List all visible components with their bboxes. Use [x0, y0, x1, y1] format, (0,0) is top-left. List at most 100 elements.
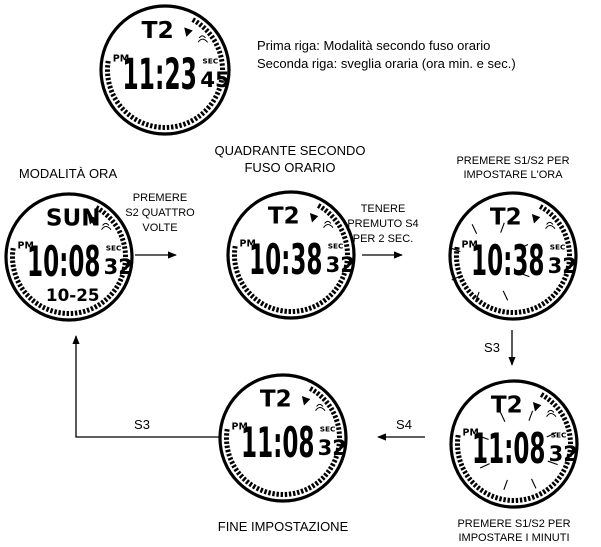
- seconds-tick: [548, 211, 554, 218]
- seconds-tick: [467, 476, 473, 482]
- seconds-tick: [331, 289, 337, 295]
- seconds-tick: [471, 294, 477, 300]
- seconds-digits: 32: [104, 255, 133, 279]
- seconds-tick: [344, 260, 350, 264]
- seconds-tick: [563, 420, 570, 425]
- seconds-tick: [562, 232, 569, 237]
- seconds-tick: [343, 239, 349, 244]
- seconds-tick: [328, 406, 335, 412]
- arrow-1-label-2: S2 QUATTRO: [125, 207, 195, 219]
- seconds-tick: [259, 300, 265, 307]
- seconds-tick: [13, 275, 20, 280]
- seconds-tick: [118, 233, 125, 238]
- seconds-tick: [219, 75, 225, 79]
- seconds-tick: [335, 422, 341, 427]
- seconds-tick: [336, 443, 342, 447]
- seconds-tick: [112, 96, 118, 102]
- seconds-tick: [12, 272, 18, 276]
- seconds-tick: [15, 279, 21, 284]
- sec-label: SEC: [320, 425, 336, 434]
- seconds-tick: [178, 122, 183, 129]
- seconds-tick: [555, 405, 561, 411]
- seconds-tick: [315, 391, 321, 397]
- title-set-hour-1: PREMERE S1/S2 PER: [456, 155, 569, 167]
- seconds-tick: [334, 220, 341, 226]
- pm-indicator: PM: [232, 422, 248, 433]
- seconds-digits: 32: [549, 442, 578, 466]
- seconds-tick: [106, 294, 112, 300]
- seconds-tick: [114, 99, 121, 105]
- seconds-tick: [234, 270, 240, 274]
- arrow-3-label: S3: [484, 340, 500, 355]
- seconds-tick: [116, 281, 122, 286]
- seconds-tick: [556, 221, 563, 227]
- seconds-tick: [542, 206, 548, 213]
- seconds-tick: [101, 210, 107, 216]
- main-time: 10:38: [249, 235, 323, 284]
- seconds-tick: [455, 434, 461, 438]
- seconds-tick: [547, 296, 553, 302]
- seconds-tick: [550, 293, 556, 299]
- seconds-tick: [456, 455, 462, 459]
- seconds-tick: [544, 298, 550, 305]
- seconds-tick: [562, 464, 569, 470]
- seconds-tick: [334, 451, 341, 456]
- seconds-tick: [104, 212, 110, 219]
- seconds-tick: [326, 210, 332, 217]
- seconds-tick: [78, 309, 82, 316]
- sec-label: SEC: [550, 243, 566, 252]
- seconds-tick: [564, 424, 571, 429]
- seconds-tick: [45, 306, 50, 313]
- title-time-mode: MODALITÀ ORA: [19, 166, 118, 181]
- seconds-tick: [210, 98, 217, 104]
- seconds-tick: [318, 393, 324, 400]
- watch-bezel: [4, 192, 134, 322]
- sec-label: SEC: [202, 57, 218, 66]
- seconds-tick: [108, 89, 115, 94]
- seconds-tick: [117, 277, 124, 283]
- seconds-tick: [527, 495, 532, 502]
- seconds-tick: [320, 205, 326, 212]
- legend-line-2: Seconda riga: sveglia oraria (ora min. e…: [257, 56, 516, 71]
- seconds-tick: [549, 399, 555, 406]
- seconds-tick: [249, 293, 255, 299]
- seconds-tick: [545, 209, 551, 215]
- seconds-tick: [336, 223, 343, 229]
- seconds-tick: [555, 287, 562, 293]
- seconds-tick: [107, 215, 113, 221]
- seconds-tick: [342, 268, 349, 273]
- seconds-tick: [552, 402, 558, 408]
- seconds-tick: [325, 295, 331, 301]
- alarm-signal-icon: [309, 213, 334, 229]
- seconds-tick: [110, 92, 117, 98]
- seconds-tick: [565, 457, 572, 462]
- seconds-tick: [215, 46, 222, 51]
- legend-line-1: Prima riga: Modalità secondo fuso orario: [257, 38, 490, 53]
- alarm-signal-icon: [301, 396, 326, 412]
- seconds-tick: [497, 308, 502, 314]
- sec-label: SEC: [106, 244, 122, 253]
- seconds-tick: [106, 81, 112, 85]
- seconds-tick: [308, 305, 313, 311]
- seconds-tick: [474, 297, 480, 303]
- seconds-tick: [103, 297, 109, 303]
- seconds-tick: [122, 245, 128, 250]
- watch-bezel: [99, 4, 231, 136]
- seconds-ring: [454, 392, 574, 504]
- seconds-tick: [454, 246, 460, 250]
- seconds-tick: [563, 236, 570, 241]
- seconds-tick: [326, 403, 333, 409]
- seconds-tick: [105, 60, 111, 64]
- seconds-tick: [109, 291, 115, 297]
- seconds-tick: [540, 300, 546, 307]
- seconds-digits: 45: [200, 68, 230, 93]
- watch-bezel: [218, 373, 348, 503]
- seconds-tick: [239, 280, 245, 286]
- seconds-tick: [489, 305, 494, 312]
- arrow-2-label-1: TENERE: [361, 203, 406, 215]
- top-indicator: T2: [491, 393, 523, 419]
